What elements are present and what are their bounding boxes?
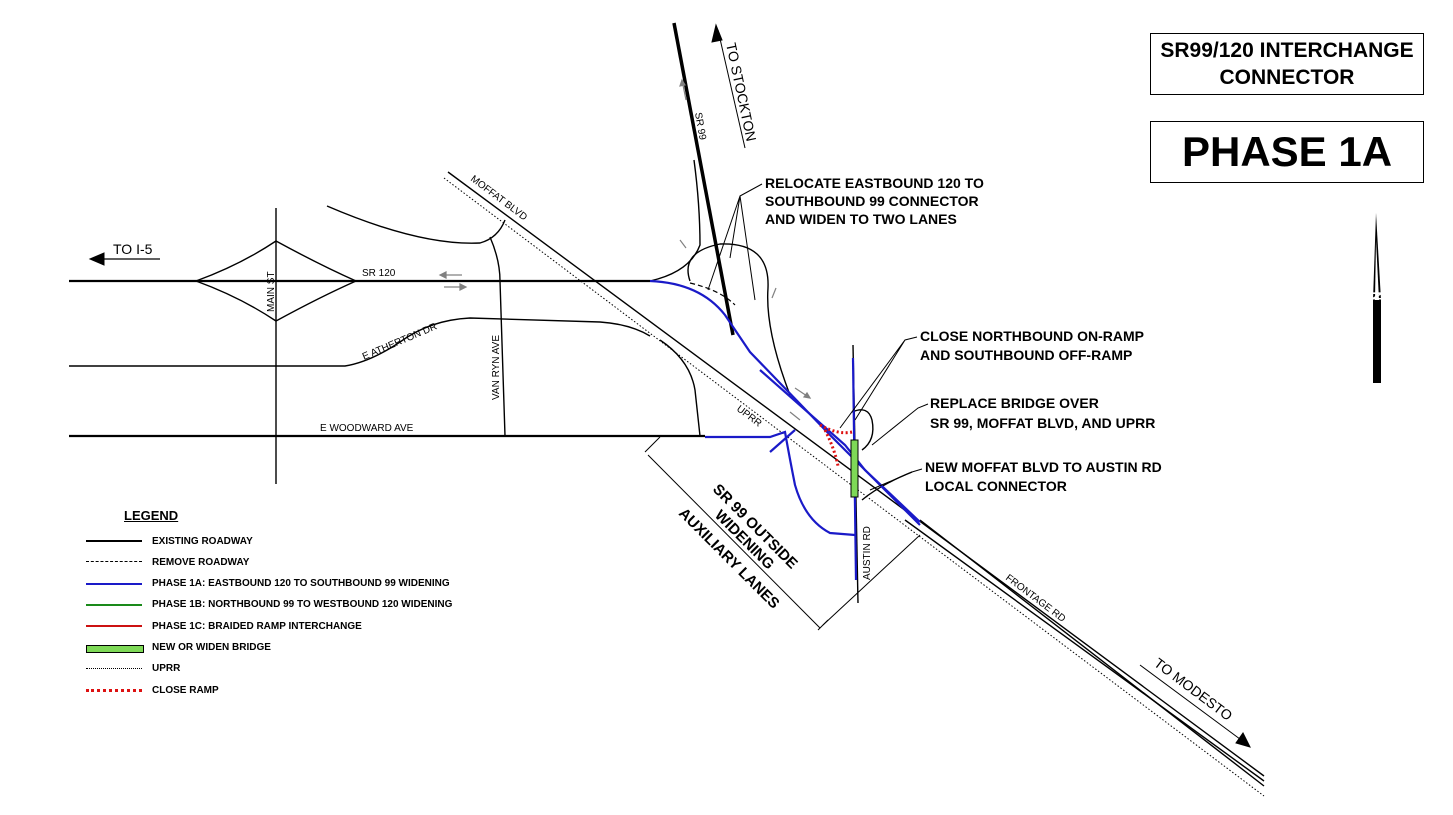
legend-item: NEW OR WIDEN BRIDGE — [86, 641, 271, 655]
to-stockton-arrow — [717, 29, 746, 149]
legend-title: LEGEND — [124, 508, 179, 523]
legend-label: PHASE 1A: EASTBOUND 120 TO SOUTHBOUND 99… — [152, 578, 450, 590]
close-line-1: CLOSE NORTHBOUND ON-RAMP — [920, 328, 1144, 344]
label-to-i5: TO I-5 — [113, 241, 153, 257]
arrow-sr99-n — [679, 78, 687, 101]
label-austin: AUSTIN RD — [862, 526, 873, 580]
to-stockton-arrowhead — [711, 23, 723, 43]
to-modesto-arrow — [1139, 664, 1249, 746]
connector-leader — [869, 468, 923, 491]
legend-symbol — [86, 641, 144, 655]
cloverleaf-loop — [687, 243, 791, 396]
phase-title: PHASE 1A — [1181, 128, 1393, 175]
replace-leader — [871, 403, 929, 446]
label-moffat: MOFFAT BLVD — [468, 174, 529, 224]
existing-roads — [69, 22, 1265, 787]
legend-item: UPRR — [86, 662, 180, 676]
close-ramp-path — [819, 423, 853, 467]
title-line-2: CONNECTOR — [1219, 66, 1355, 89]
loop-ramp — [649, 159, 701, 282]
direction-arrows — [438, 78, 812, 421]
replace-line-1: REPLACE BRIDGE OVER — [930, 395, 1099, 411]
legend-item: REMOVE ROADWAY — [86, 555, 249, 569]
connector-road — [659, 339, 701, 437]
close-leader — [839, 336, 918, 429]
legend-item: CLOSE RAMP — [86, 683, 219, 697]
remove-roadway — [689, 282, 736, 306]
phase-1a-connector — [649, 279, 921, 526]
label-to-stockton: TO STOCKTON — [723, 41, 760, 142]
label-main-st: MAIN ST — [266, 271, 277, 312]
legend-label: NEW OR WIDEN BRIDGE — [152, 642, 271, 653]
label-atherton: E ATHERTON DR — [361, 321, 439, 362]
legend-item: EXISTING ROADWAY — [86, 534, 253, 548]
label-sr99: SR 99 — [692, 112, 708, 142]
legend-item: PHASE 1C: BRAIDED RAMP INTERCHANGE — [86, 619, 362, 633]
legend-item: PHASE 1A: EASTBOUND 120 TO SOUTHBOUND 99… — [86, 577, 450, 591]
arrow-loop — [679, 239, 687, 249]
legend-symbol — [86, 598, 142, 612]
legend-symbol — [86, 555, 142, 569]
sr99-line — [672, 22, 735, 336]
legend-label: EXISTING ROADWAY — [152, 535, 253, 547]
legend-label: PHASE 1B: NORTHBOUND 99 TO WESTBOUND 120… — [152, 599, 453, 611]
relocate-leader — [707, 183, 763, 301]
to-i5-arrowhead — [88, 252, 105, 266]
relocate-line-1: RELOCATE EASTBOUND 120 TO — [765, 175, 984, 191]
title-line-1: SR99/120 INTERCHANGE — [1160, 39, 1414, 62]
to-modesto-arrowhead — [1235, 732, 1251, 748]
legend-label: CLOSE RAMP — [152, 684, 219, 696]
north-arrow-inner — [1375, 240, 1379, 300]
label-van-ryn: VAN RYN AVE — [491, 335, 502, 400]
legend-label: PHASE 1C: BRAIDED RAMP INTERCHANGE — [152, 620, 362, 632]
label-woodward: E WOODWARD AVE — [320, 423, 414, 434]
connector-line-2: LOCAL CONNECTOR — [925, 478, 1067, 494]
relocate-line-2: SOUTHBOUND 99 CONNECTOR — [765, 193, 979, 209]
legend-item: PHASE 1B: NORTHBOUND 99 TO WESTBOUND 120… — [86, 598, 452, 612]
arrow-sr120-east — [444, 283, 468, 291]
arrow-ramp2 — [789, 411, 801, 421]
main-st-diamond — [193, 240, 358, 322]
replace-line-2: SR 99, MOFFAT BLVD, AND UPRR — [930, 415, 1155, 431]
leader-lines — [88, 23, 1251, 748]
north-road — [326, 205, 506, 244]
close-line-2: AND SOUTHBOUND OFF-RAMP — [920, 347, 1132, 363]
frontage-connector — [861, 471, 913, 501]
frontage-line — [919, 519, 1265, 787]
legend-symbol — [86, 534, 142, 548]
phase-box: PHASE 1A — [1150, 121, 1424, 183]
title-box: SR99/120 INTERCHANGE CONNECTOR — [1150, 33, 1424, 95]
aux-tick — [769, 429, 796, 453]
legend-symbol — [86, 577, 142, 591]
arrow-sr120-west — [438, 271, 462, 279]
label-to-modesto: TO MODESTO — [1151, 655, 1235, 724]
north-arrow-icon: N — [1370, 213, 1384, 383]
arrow-ramp1 — [794, 387, 812, 399]
north-arrow-n: N — [1370, 292, 1384, 301]
arrow-loop2 — [771, 287, 777, 299]
widening-ext2 — [822, 534, 921, 626]
new-bridge — [850, 439, 859, 498]
widening-dim — [647, 454, 821, 629]
phase-1a-lines — [649, 279, 921, 581]
annotation-labels: RELOCATE EASTBOUND 120 TO SOUTHBOUND 99 … — [675, 175, 1162, 612]
legend-symbol — [86, 619, 142, 633]
austin-connector — [851, 409, 874, 451]
relocate-line-3: AND WIDEN TO TWO LANES — [765, 211, 957, 227]
legend-symbol — [86, 662, 142, 676]
atherton-line — [69, 317, 651, 367]
legend-label: REMOVE ROADWAY — [152, 556, 250, 568]
sr99-south — [904, 519, 1265, 782]
connector-line-1: NEW MOFFAT BLVD TO AUSTIN RD — [925, 459, 1162, 475]
legend-label: UPRR — [152, 663, 181, 675]
legend-symbol — [86, 683, 142, 697]
van-ryn-line — [489, 236, 506, 437]
label-sr120: SR 120 — [362, 268, 396, 279]
